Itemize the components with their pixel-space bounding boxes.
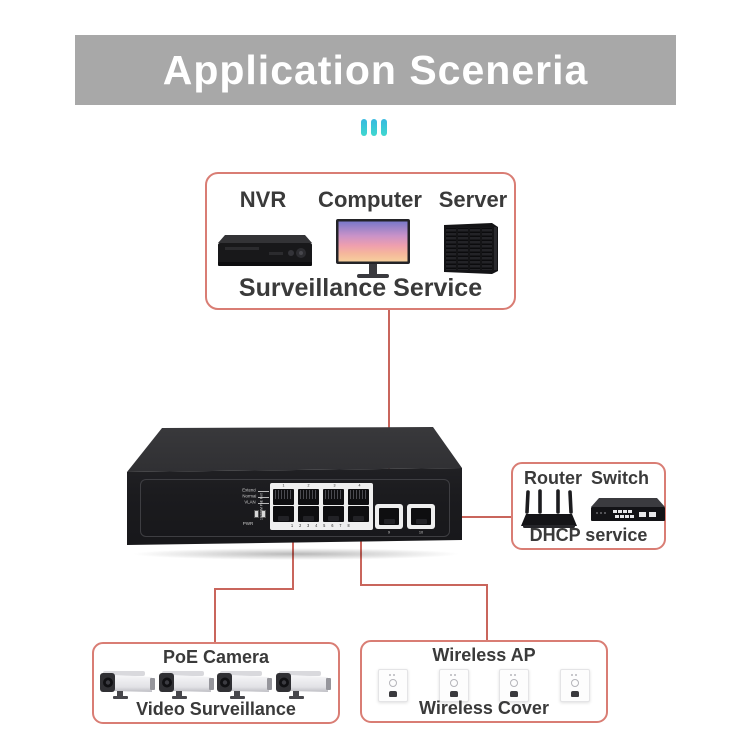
bullet-camera-icon: [100, 671, 155, 699]
port-row-top: [270, 489, 373, 506]
connector-surveillance-to-switch: [388, 309, 390, 517]
computer-label: Computer: [318, 187, 422, 212]
wireless-cover-caption: Wireless Cover: [419, 698, 549, 718]
ports-bottom-label: 1 2 3 4 5 6 7 8: [291, 523, 352, 529]
rj45-port: [323, 506, 344, 522]
router-label: Router: [524, 468, 582, 488]
teal-dot: [381, 119, 387, 136]
connector-switch-to-wireless-h: [360, 584, 488, 586]
rj45-port: [411, 508, 431, 525]
panel-side-label: 10/100M PoE Port: [260, 493, 264, 520]
uplink-label-10: 10: [418, 531, 424, 535]
switch-mode-legend: Extend Normal VLAN: [227, 488, 269, 506]
router-icon: [521, 489, 577, 528]
wireless-ap-box: Wireless AP Wireless Cover: [360, 640, 608, 723]
wireless-ap-title: Wireless AP: [432, 645, 536, 665]
uplink-port-10: [407, 504, 435, 529]
uplink-label-9: 9: [387, 531, 391, 535]
switch-top-face: [127, 427, 462, 472]
rj45-port: [273, 489, 294, 505]
wireless-ap-icon: [378, 669, 408, 702]
connector-switch-to-wireless-v1: [360, 530, 362, 586]
switch-shadow: [131, 548, 461, 560]
legend-normal: Normal: [242, 494, 256, 500]
switch-label: Switch: [590, 468, 649, 488]
teal-dot: [361, 119, 367, 136]
rj45-port: [348, 506, 369, 522]
computer-icon: [336, 219, 410, 278]
connector-switch-to-camera-h: [214, 588, 294, 590]
switch-front-frame: [140, 479, 450, 537]
rj45-port: [298, 489, 319, 505]
title-banner: Application Sceneria: [75, 35, 676, 105]
poe-switch-device: Extend Normal VLAN PWR 10/100M PoE Port …: [127, 424, 465, 560]
legend-extend: Extend: [242, 488, 256, 494]
wireless-ap-icon: [499, 669, 530, 702]
page-title: Application Sceneria: [162, 46, 589, 93]
pwr-label: PWR: [242, 521, 254, 527]
nvr-icon: [218, 235, 312, 266]
rj45-port: [273, 506, 294, 522]
poe-camera-title: PoE Camera: [162, 647, 270, 667]
nvr-label: NVR: [239, 187, 287, 212]
rj45-port: [379, 508, 399, 525]
port-numbers: 1 2 3 4: [282, 484, 361, 488]
connector-switch-to-router: [429, 516, 513, 518]
bullet-camera-icon: [275, 671, 331, 699]
port-row-bottom: [270, 506, 373, 523]
video-surveillance-caption: Video Surveillance: [136, 699, 296, 719]
surveillance-service-box: NVR Computer Server: [205, 172, 516, 310]
rj45-port: [348, 489, 369, 505]
rj45-port: [298, 506, 319, 522]
camera-row: [100, 670, 332, 700]
small-switch-icon: [591, 498, 665, 521]
teal-dot: [371, 119, 377, 136]
connector-switch-to-camera-v2: [214, 588, 216, 644]
dhcp-service-box: Router Switch D: [511, 462, 666, 550]
dhcp-service-caption: DHCP service: [529, 525, 648, 545]
rj45-port: [323, 489, 344, 505]
uplink-port-9: [375, 504, 403, 529]
bullet-camera-icon: [217, 671, 273, 699]
ap-row: [378, 669, 590, 702]
surveillance-service-caption: Surveillance Service: [238, 274, 483, 302]
connector-switch-to-camera-v1: [292, 530, 294, 590]
legend-vlan: VLAN: [244, 500, 256, 506]
server-icon: [444, 223, 498, 274]
connector-switch-to-wireless-v2: [486, 584, 488, 642]
wireless-ap-icon: [559, 669, 590, 702]
wireless-ap-icon: [438, 669, 469, 702]
teal-dots-decoration: [361, 119, 387, 136]
server-label: Server: [438, 187, 508, 212]
poe-camera-box: PoE Camera: [92, 642, 340, 724]
poe-port-panel: 1 2 3 4 1 2 3 4 5 6 7 8: [270, 483, 373, 530]
bullet-camera-icon: [158, 671, 214, 699]
dip-switch: [254, 510, 266, 518]
